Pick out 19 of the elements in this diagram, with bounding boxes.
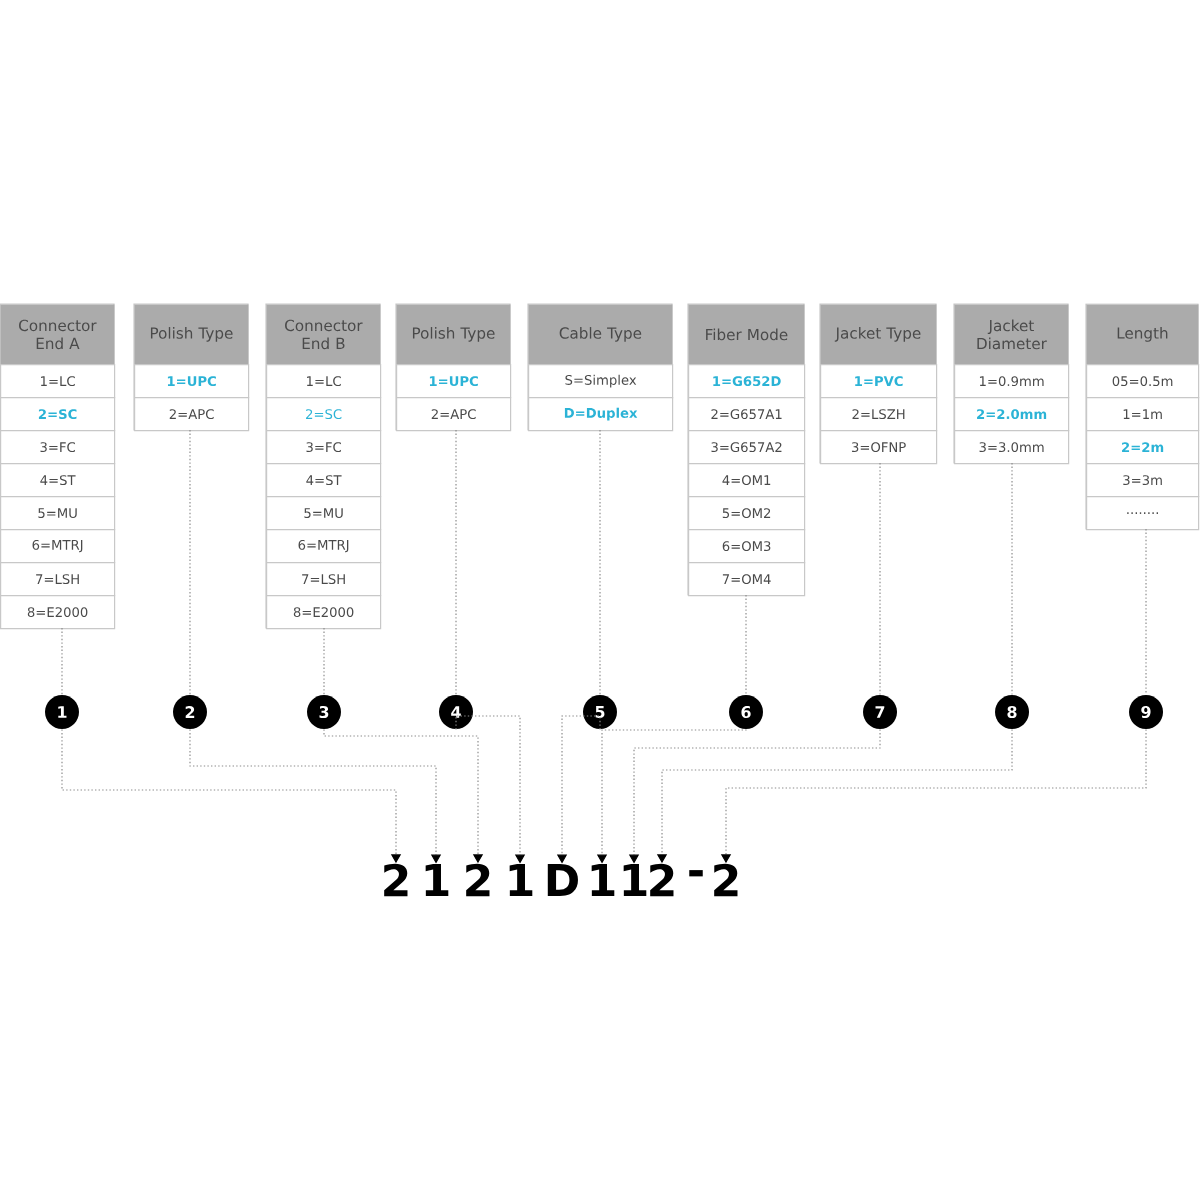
code-character: 2 — [466, 863, 490, 897]
code-hyphen: - — [689, 870, 703, 877]
option-table — [0, 303, 116, 630]
option-table — [953, 303, 1070, 465]
option-table — [1085, 303, 1200, 531]
code-character: D — [547, 863, 578, 897]
code-character: 2 — [650, 863, 674, 897]
code-character: 2 — [714, 863, 738, 897]
code-character: 2 — [384, 863, 408, 897]
option-table — [265, 303, 382, 630]
option-table — [527, 303, 674, 432]
code-character: 1 — [623, 863, 647, 897]
code-character: 1 — [591, 863, 615, 897]
option-table — [133, 303, 250, 432]
code-character: 1 — [509, 863, 533, 897]
option-table — [687, 303, 806, 597]
code-character: 1 — [425, 863, 449, 897]
option-table — [395, 303, 512, 432]
option-table — [819, 303, 938, 465]
